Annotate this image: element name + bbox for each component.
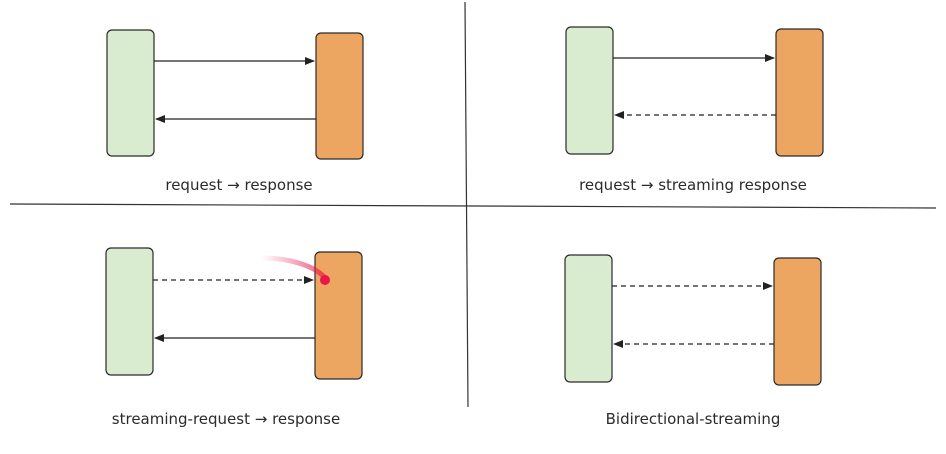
server-box: [315, 32, 364, 160]
server-box: [775, 28, 824, 157]
cursor-dot: [320, 275, 330, 285]
panel-client-streaming: streaming-request → response: [105, 247, 363, 428]
panel-server-streaming: request → streaming response: [565, 26, 824, 194]
client-box: [105, 247, 154, 376]
client-box: [106, 29, 155, 157]
server-box: [773, 257, 822, 386]
panel-caption: Bidirectional-streaming: [606, 410, 781, 428]
client-box: [565, 26, 614, 155]
horizontal-divider: [9, 203, 937, 209]
client-box: [564, 254, 613, 383]
server-box: [314, 251, 363, 380]
panel-bidirectional-streaming: Bidirectional-streaming: [564, 254, 822, 428]
panel-caption: request → response: [165, 176, 312, 194]
panel-unary: request → response: [106, 29, 364, 194]
panel-caption: request → streaming response: [579, 176, 807, 194]
cursor-trail: [259, 255, 328, 281]
vertical-divider: [464, 1, 469, 408]
panel-caption: streaming-request → response: [112, 410, 340, 428]
